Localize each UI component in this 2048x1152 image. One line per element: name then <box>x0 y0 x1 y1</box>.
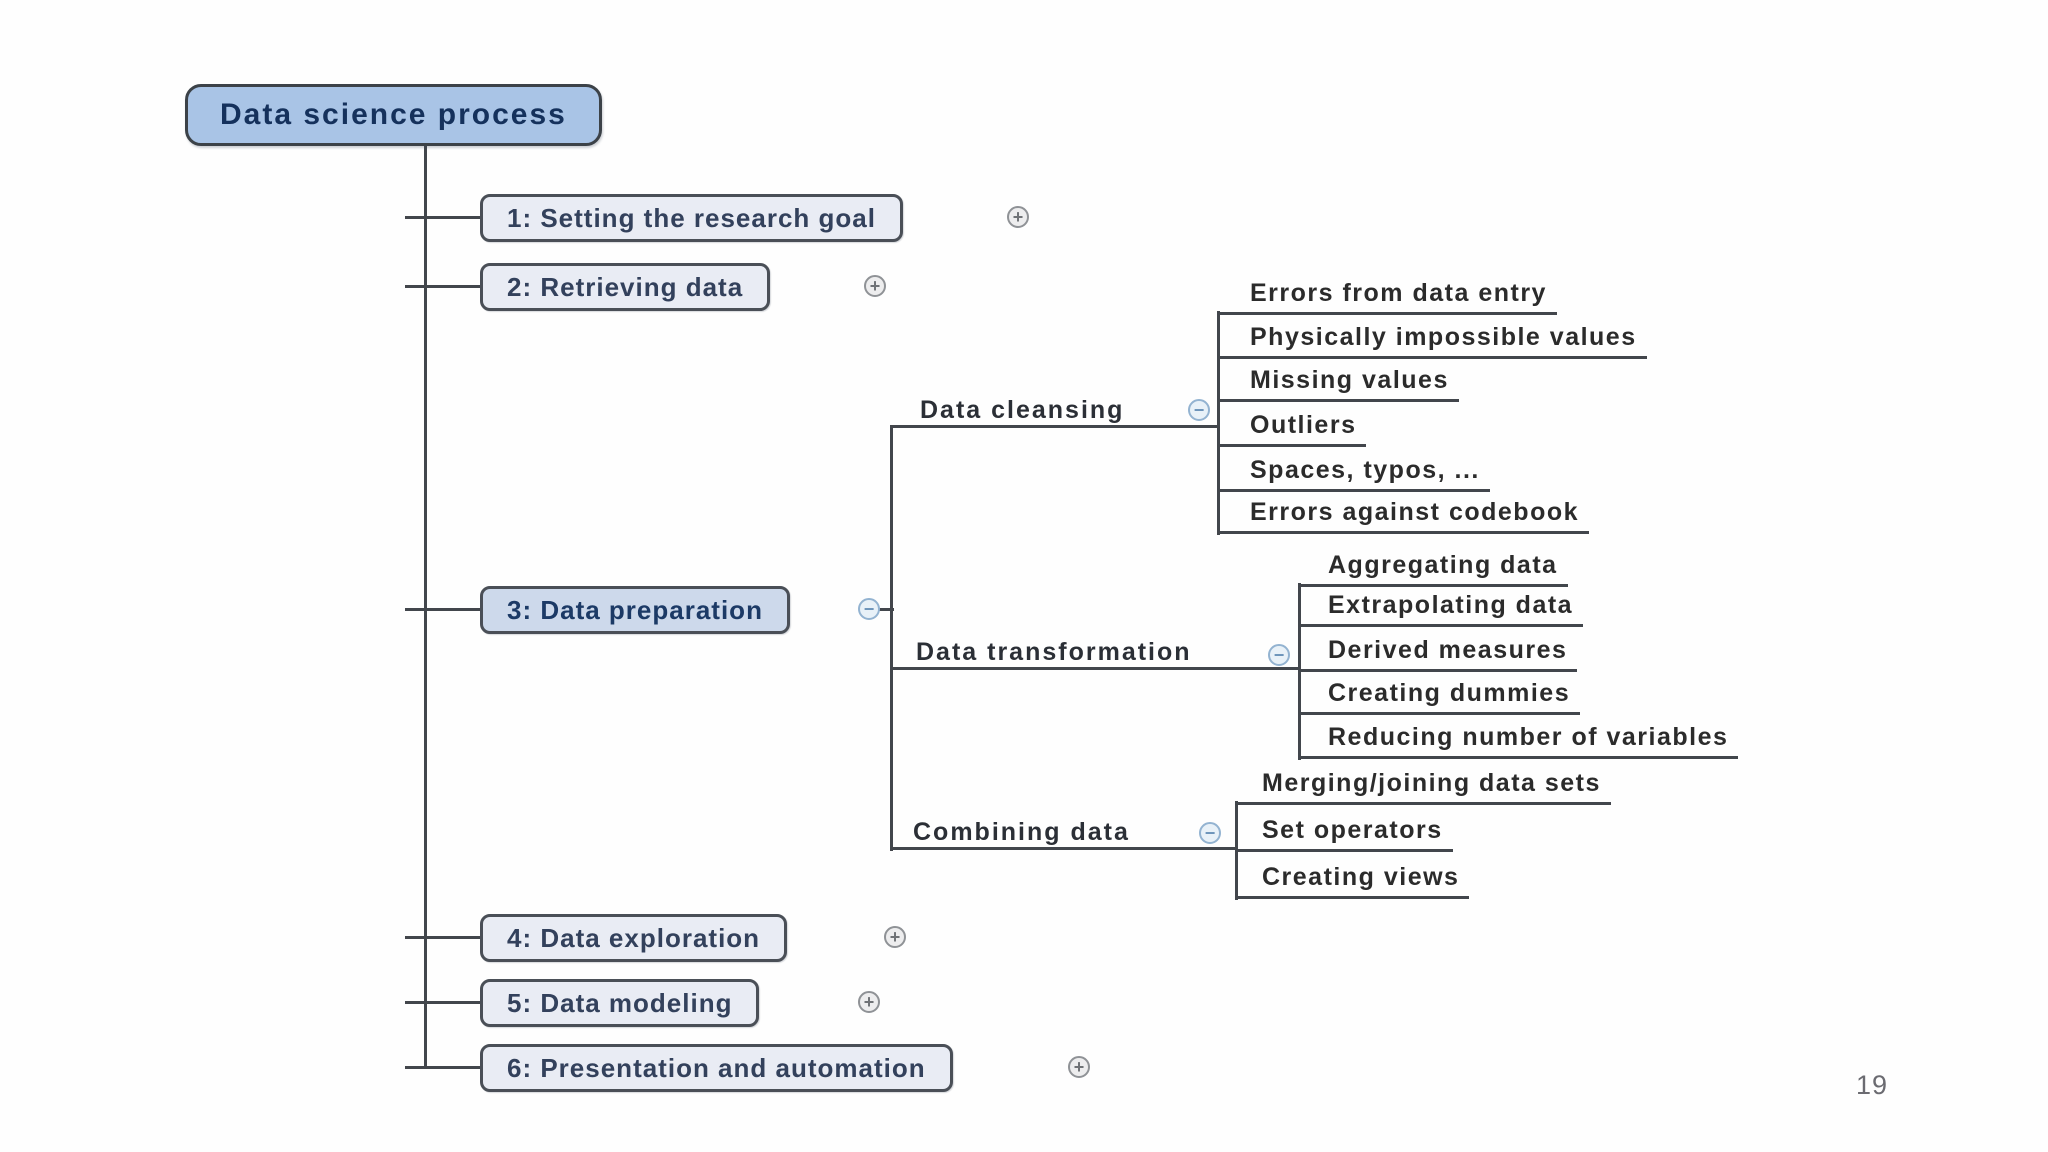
leaf-label: Creating dummies <box>1328 679 1571 707</box>
branch-line-3 <box>405 608 482 611</box>
leaf-label: Errors from data entry <box>1250 279 1547 307</box>
trunk-line <box>424 143 427 1068</box>
combining-underline <box>890 847 1238 850</box>
leaf-label: Extrapolating data <box>1328 591 1574 619</box>
minus-circle-icon[interactable]: − <box>1268 644 1290 666</box>
cleansing-bracket-line <box>1217 311 1220 535</box>
leaf-errors-from-data-entry[interactable]: Errors from data entry <box>1217 279 1557 315</box>
leaf-label: Missing values <box>1250 366 1449 394</box>
node-label: Combining data <box>913 818 1130 846</box>
minus-glyph: − <box>1273 645 1285 665</box>
leaf-label: Reducing number of variables <box>1328 723 1729 751</box>
leaf-label: Errors against codebook <box>1250 498 1580 526</box>
leaf-missing-values[interactable]: Missing values <box>1217 366 1459 402</box>
branch-line-4 <box>405 936 482 939</box>
leaf-creating-dummies[interactable]: Creating dummies <box>1298 679 1581 715</box>
plus-glyph: + <box>863 992 875 1012</box>
leaf-extrapolating-data[interactable]: Extrapolating data <box>1298 591 1584 627</box>
leaf-label: Aggregating data <box>1328 551 1558 579</box>
prep-connector-line <box>878 608 894 611</box>
plus-glyph: + <box>869 276 881 296</box>
plus-circle-icon[interactable]: + <box>858 991 880 1013</box>
leaf-spaces-typos[interactable]: Spaces, typos, ... <box>1217 456 1490 492</box>
node-label: 1: Setting the research goal <box>507 202 876 233</box>
node-label: Data transformation <box>916 638 1192 666</box>
plus-circle-icon[interactable]: + <box>884 926 906 948</box>
branch-line-2 <box>405 285 482 288</box>
node-data-transformation[interactable]: Data transformation <box>916 635 1192 670</box>
leaf-label: Outliers <box>1250 411 1357 439</box>
minus-glyph: − <box>863 599 875 619</box>
leaf-outliers[interactable]: Outliers <box>1217 411 1367 447</box>
node-label: 5: Data modeling <box>507 987 733 1018</box>
plus-glyph: + <box>1012 207 1024 227</box>
page-number: 19 <box>1856 1070 1889 1100</box>
plus-circle-icon[interactable]: + <box>1007 206 1029 228</box>
minus-glyph: − <box>1204 823 1216 843</box>
branch-line-6 <box>405 1066 482 1069</box>
leaf-label: Spaces, typos, ... <box>1250 456 1480 484</box>
node-label: Data cleansing <box>920 396 1125 424</box>
leaf-label: Merging/joining data sets <box>1262 769 1601 797</box>
node-3-data-preparation[interactable]: 3: Data preparation <box>480 586 790 634</box>
plus-glyph: + <box>889 927 901 947</box>
leaf-merging-joining-data-sets[interactable]: Merging/joining data sets <box>1235 769 1611 805</box>
node-6-presentation-automation[interactable]: 6: Presentation and automation <box>480 1044 953 1092</box>
plus-circle-icon[interactable]: + <box>1068 1056 1090 1078</box>
minus-circle-icon[interactable]: − <box>1188 399 1210 421</box>
node-label: 4: Data exploration <box>507 922 761 953</box>
leaf-label: Derived measures <box>1328 636 1568 664</box>
transformation-underline <box>890 667 1301 670</box>
minus-circle-icon[interactable]: − <box>1199 822 1221 844</box>
node-label: 3: Data preparation <box>507 594 763 625</box>
branch-line-1 <box>405 216 482 219</box>
leaf-errors-against-codebook[interactable]: Errors against codebook <box>1217 498 1590 534</box>
node-label: 2: Retrieving data <box>507 271 744 302</box>
node-root[interactable]: Data science process <box>185 84 602 146</box>
node-combining-data[interactable]: Combining data <box>913 815 1130 850</box>
leaf-derived-measures[interactable]: Derived measures <box>1298 636 1578 672</box>
cleansing-underline <box>890 425 1220 428</box>
node-2-retrieving-data[interactable]: 2: Retrieving data <box>480 263 771 311</box>
leaf-reducing-number-of-variables[interactable]: Reducing number of variables <box>1298 723 1739 759</box>
leaf-label: Physically impossible values <box>1250 323 1637 351</box>
node-label: 6: Presentation and automation <box>507 1052 926 1083</box>
prep-bracket-line <box>890 425 893 851</box>
leaf-creating-views[interactable]: Creating views <box>1235 863 1470 899</box>
leaf-label: Set operators <box>1262 816 1443 844</box>
node-data-cleansing[interactable]: Data cleansing <box>920 393 1124 428</box>
node-root-label: Data science process <box>220 98 567 131</box>
branch-line-5 <box>405 1001 482 1004</box>
plus-circle-icon[interactable]: + <box>864 275 886 297</box>
minus-glyph: − <box>1193 400 1205 420</box>
plus-glyph: + <box>1073 1057 1085 1077</box>
leaf-aggregating-data[interactable]: Aggregating data <box>1298 551 1568 587</box>
leaf-label: Creating views <box>1262 863 1460 891</box>
leaf-physically-impossible-values[interactable]: Physically impossible values <box>1217 323 1647 359</box>
node-1-setting-research-goal[interactable]: 1: Setting the research goal <box>480 194 903 242</box>
minus-circle-icon[interactable]: − <box>858 598 880 620</box>
node-4-data-exploration[interactable]: 4: Data exploration <box>480 914 788 962</box>
node-5-data-modeling[interactable]: 5: Data modeling <box>480 979 760 1027</box>
leaf-set-operators[interactable]: Set operators <box>1235 816 1453 852</box>
